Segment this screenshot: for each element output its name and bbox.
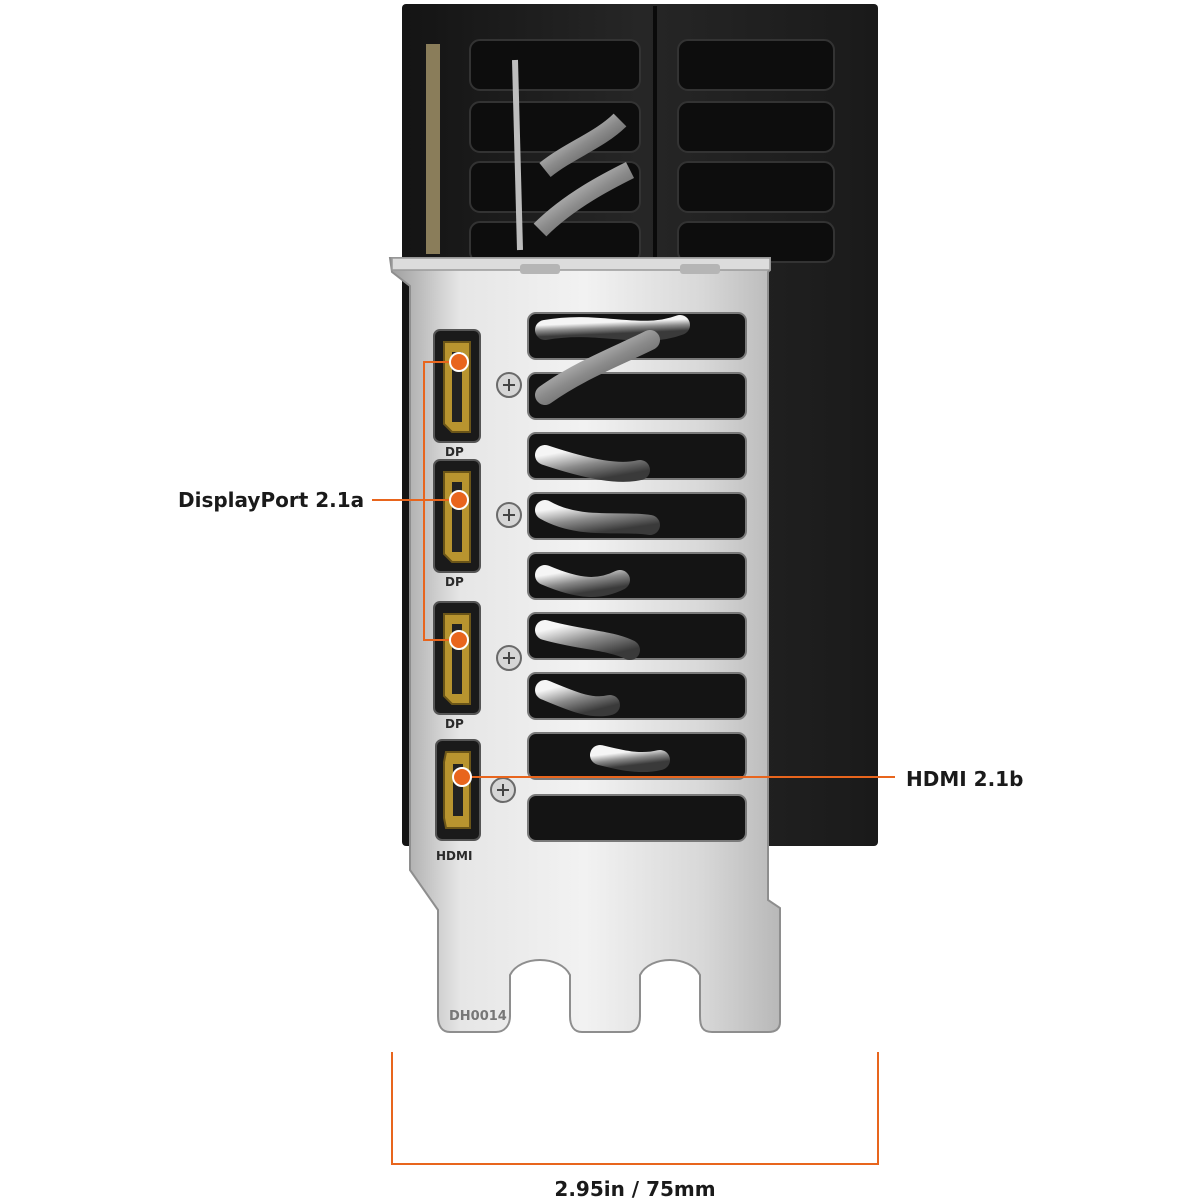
port-label-dp-1: DP — [445, 445, 464, 459]
callout-dots — [449, 352, 472, 787]
port-label-dp-2: DP — [445, 575, 464, 589]
io-bracket: DP DP DP HDMI DH0014 — [388, 257, 781, 1033]
port-label-dp-3: DP — [445, 717, 464, 731]
callout-label-displayport: DisplayPort 2.1a — [178, 488, 365, 512]
bracket-screws — [490, 372, 522, 803]
callout-lines — [372, 361, 895, 1165]
heatpipes — [535, 315, 690, 773]
displayport-1 — [433, 329, 481, 443]
displayport-2 — [433, 459, 481, 573]
hdmi-port — [435, 739, 481, 841]
displayport-3 — [433, 601, 481, 715]
callout-label-hdmi: HDMI 2.1b — [906, 767, 1024, 791]
part-number: DH0014 — [449, 1009, 507, 1024]
port-label-hdmi: HDMI — [436, 849, 472, 863]
dimension-label: 2.95in / 75mm — [554, 1177, 716, 1201]
